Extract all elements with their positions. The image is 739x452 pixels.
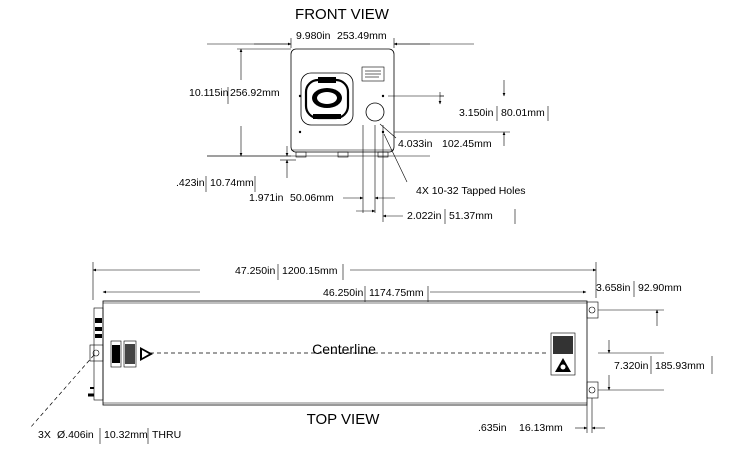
front-housing	[290, 48, 395, 158]
body-length-dimension: 46.250in 1174.75mm	[102, 286, 587, 302]
hole-x1-mm: 50.06mm	[290, 192, 334, 204]
hole-height-in: 3.150in	[459, 107, 494, 119]
feet-mm: 10.74mm	[210, 177, 254, 189]
mount-offset-mm: 92.90mm	[638, 282, 682, 294]
centerline-label: Centerline	[312, 341, 376, 357]
hole-x2-mm: 51.37mm	[449, 210, 493, 222]
hole-height-mm: 80.01mm	[501, 107, 545, 119]
front-height-dimension: 10.115in 256.92mm	[189, 48, 291, 157]
edge-dimension: .635in 16.13mm	[478, 398, 605, 434]
front-width-dimension: 9.980in 253.49mm	[207, 30, 474, 48]
front-view-title: FRONT VIEW	[295, 6, 390, 23]
body-mm: 1174.75mm	[369, 287, 424, 299]
edge-mm: 16.13mm	[519, 422, 563, 434]
hole-height2-dimension: 4.033in 102.45mm	[379, 123, 492, 150]
tapped-holes-label: 4X 10-32 Tapped Holes	[416, 185, 526, 197]
hole-height2-mm: 102.45mm	[442, 138, 492, 150]
hole-x2-in: 2.022in	[407, 210, 442, 222]
laser-body	[88, 300, 599, 406]
overall-length-dimension: 47.250in 1200.15mm	[92, 262, 597, 300]
hole-height-dimension: 3.150in 80.01mm	[388, 80, 549, 146]
feet-in: .423in	[176, 177, 205, 189]
thru-holes-callout: 3X Ø.406in 10.32mm THRU	[29, 354, 181, 444]
body-in: 46.250in	[323, 287, 363, 299]
front-height-mm: 256.92mm	[230, 87, 280, 99]
hole-x1-in: 1.971in	[249, 192, 284, 204]
mount-offset-dimension: 3.658in 92.90mm	[596, 281, 682, 391]
mount-spacing-in: 7.320in	[614, 360, 649, 372]
thru-dia-in: Ø.406in	[57, 429, 94, 441]
hole-x-dimensions: 1.971in 50.06mm 2.022in 51.37mm	[249, 125, 516, 224]
edge-in: .635in	[478, 422, 507, 434]
hole-height2-in: 4.033in	[398, 138, 433, 150]
front-height-in: 10.115in	[189, 87, 229, 99]
mount-spacing-mm: 185.93mm	[655, 360, 705, 372]
overall-mm: 1200.15mm	[282, 265, 338, 277]
thru-label: THRU	[152, 429, 181, 441]
front-width-mm: 253.49mm	[337, 30, 387, 42]
thru-dia-mm: 10.32mm	[104, 429, 148, 441]
mount-offset-in: 3.658in	[596, 282, 631, 294]
front-width-in: 9.980in	[296, 30, 331, 42]
feet-dimension: .423in 10.74mm	[176, 146, 430, 192]
mount-spacing-dimension: 7.320in 185.93mm	[607, 340, 713, 391]
overall-in: 47.250in	[235, 265, 275, 277]
thru-count: 3X	[38, 429, 51, 441]
top-view-title: TOP VIEW	[307, 411, 381, 428]
tapped-holes-callout: 4X 10-32 Tapped Holes	[383, 133, 526, 197]
